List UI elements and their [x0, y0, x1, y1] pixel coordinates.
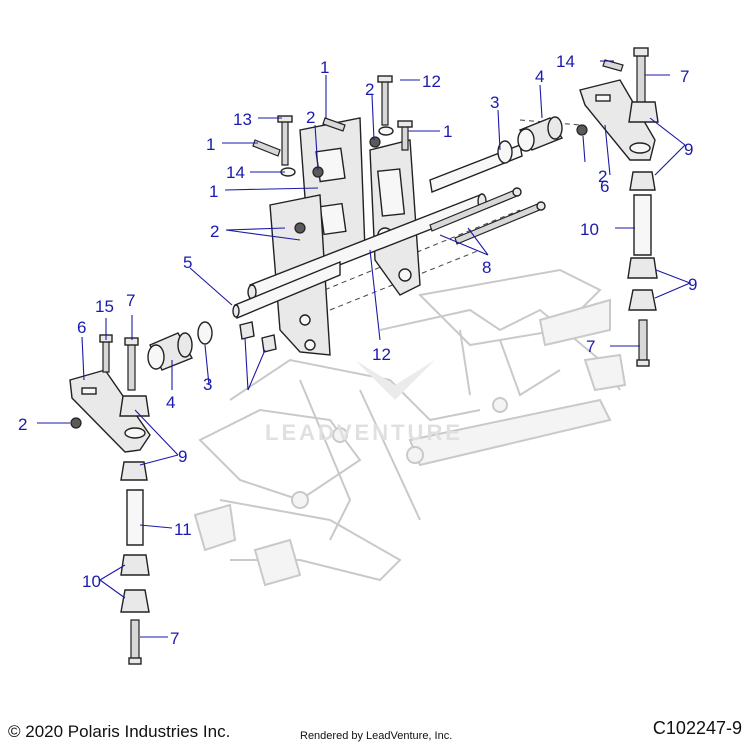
callout-2: 2 [365, 80, 374, 99]
callout-2: 2 [598, 167, 607, 186]
callout-5: 5 [183, 253, 192, 272]
callout-7: 7 [586, 337, 595, 356]
shock-stack-left [119, 395, 150, 665]
callout-7: 7 [170, 629, 179, 648]
long-bolts [429, 187, 546, 245]
callout-9: 9 [688, 275, 697, 294]
oring-right [497, 140, 513, 164]
callout-14: 14 [556, 52, 575, 71]
callout-14: 15 [95, 297, 114, 316]
callout-1: 1 [206, 135, 215, 154]
callout-10: 10 [580, 220, 599, 239]
callout-2: 2 [210, 222, 219, 241]
ghost-suspension-assembly [193, 268, 627, 587]
watermark-text: LEADVENTURE [265, 420, 463, 445]
callout-9: 9 [684, 140, 693, 159]
callout-4: 4 [166, 393, 175, 412]
callout-2: 2 [18, 415, 27, 434]
oring-left [197, 321, 213, 345]
watermark: LEADVENTURE [265, 360, 463, 445]
copyright-text: © 2020 Polaris Industries Inc. [8, 722, 231, 741]
callout-7: 7 [126, 291, 135, 310]
rendered-by-text: Rendered by LeadVenture, Inc. [300, 730, 453, 742]
callout-1: 1 [443, 122, 452, 141]
callout-2: 2 [306, 108, 315, 127]
callout-1: 1 [209, 182, 218, 201]
bushing-left [147, 332, 194, 371]
shock-bracket-right [579, 47, 656, 161]
shock-bracket-left [69, 334, 151, 453]
callout-9: 9 [178, 447, 187, 466]
diagram-id: C102247-9 [652, 718, 742, 738]
callout-11: 12 [372, 345, 391, 364]
callout-3: 3 [203, 375, 212, 394]
callout-3: 3 [490, 93, 499, 112]
callout-13: 14 [226, 163, 245, 182]
callout-10: 11 [174, 520, 192, 539]
callout-9: 10 [82, 572, 101, 591]
callout-numbers: 1 1 1 1 2 2 2 2 2 3 3 4 4 5 6 6 7 7 7 7 … [18, 52, 697, 648]
callout-7: 7 [680, 67, 689, 86]
callout-12: 12 [422, 72, 441, 91]
bushing-right [517, 116, 564, 152]
shock-stack-right [627, 101, 659, 367]
callout-4: 4 [535, 67, 544, 86]
callout-12: 13 [233, 110, 252, 129]
callout-6: 6 [600, 177, 609, 196]
leader-lines [37, 60, 692, 638]
small-hardware [70, 75, 588, 429]
callout-8: 8 [482, 258, 491, 277]
callout-1: 1 [320, 58, 329, 77]
callout-6: 6 [77, 318, 86, 337]
